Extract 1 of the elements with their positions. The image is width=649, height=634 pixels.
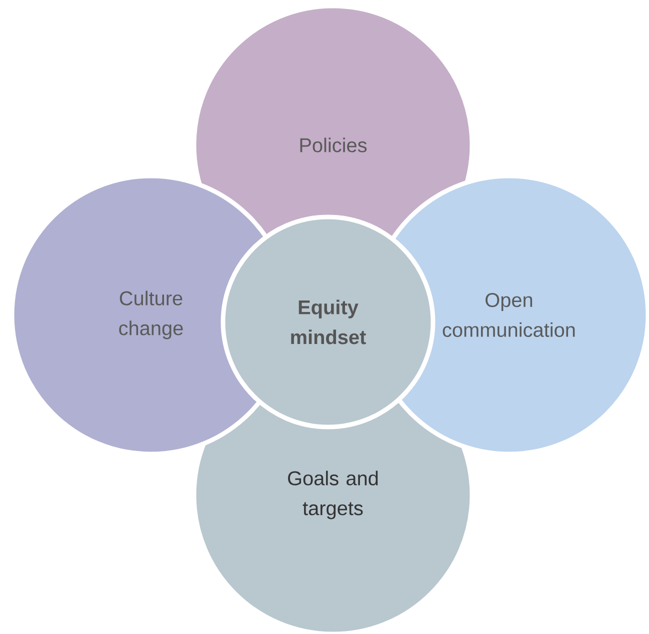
circle-node: Equity mindset — [220, 214, 436, 430]
